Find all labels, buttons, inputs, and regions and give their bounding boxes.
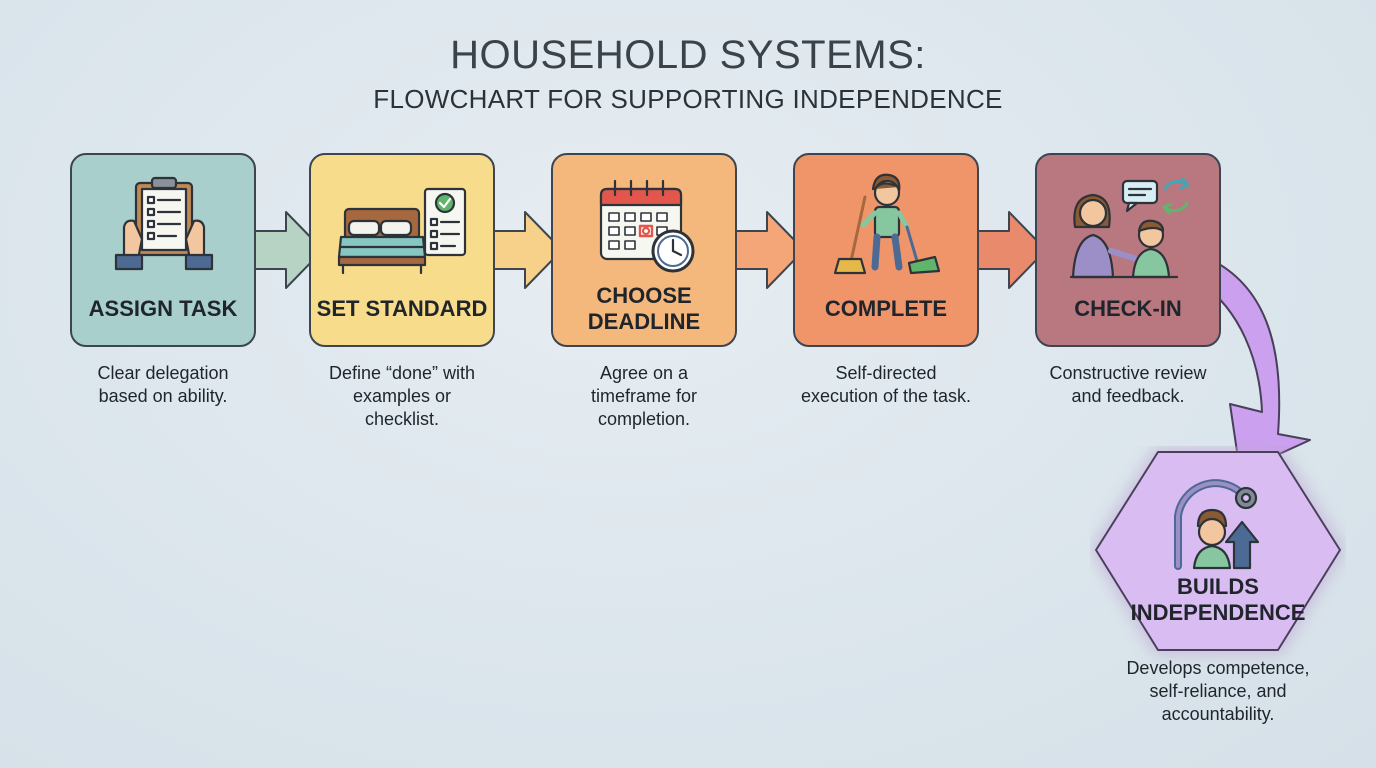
step-description: Agree on a timeframe for completion. — [590, 363, 698, 429]
step-description: Clear delegation based on ability. — [97, 363, 229, 406]
step-check-in: CHECK-IN — [1035, 153, 1221, 347]
step-description: Constructive review and feedback. — [1049, 363, 1207, 406]
outcome-builds-independence: BUILDS INDEPENDENCE — [1090, 446, 1346, 668]
step-assign-task: ASSIGN TASK — [70, 153, 256, 347]
child-sweeping-icon — [833, 173, 941, 275]
flow-arrow-1-2 — [253, 211, 324, 289]
step-description: Define “done” with examples or checklist… — [328, 363, 476, 429]
flow-arrow-3-4 — [734, 211, 805, 289]
step-description: Self-directed execution of the task. — [800, 363, 972, 406]
parent-child-feedback-icon — [1069, 177, 1190, 279]
step-label: ASSIGN TASK — [88, 296, 238, 321]
page-title: HOUSEHOLD SYSTEMS: — [450, 33, 926, 77]
outcome-label: BUILDS INDEPENDENCE — [1130, 574, 1306, 625]
flow-arrow-4-5 — [976, 211, 1047, 289]
step-choose-deadline: CHOOSE DEADLINE — [551, 153, 737, 347]
calendar-clock-icon — [599, 179, 695, 273]
bed-checklist-icon — [337, 187, 467, 275]
clipboard-checklist-icon — [114, 176, 214, 271]
outcome-description: Develops competence, self-reliance, and … — [1126, 658, 1310, 724]
child-growth-icon — [1174, 479, 1260, 570]
step-label: COMPLETE — [824, 296, 948, 321]
page-subtitle: FLOWCHART FOR SUPPORTING INDEPENDENCE — [373, 84, 1003, 114]
step-label: CHECK-IN — [1074, 296, 1182, 321]
step-label: CHOOSE DEADLINE — [587, 283, 701, 334]
outcome-hexagon — [1095, 451, 1341, 651]
step-complete: COMPLETE — [793, 153, 979, 347]
step-label: SET STANDARD — [316, 296, 488, 321]
flow-arrow-2-3 — [492, 211, 563, 289]
step-set-standard: SET STANDARD — [309, 153, 495, 347]
